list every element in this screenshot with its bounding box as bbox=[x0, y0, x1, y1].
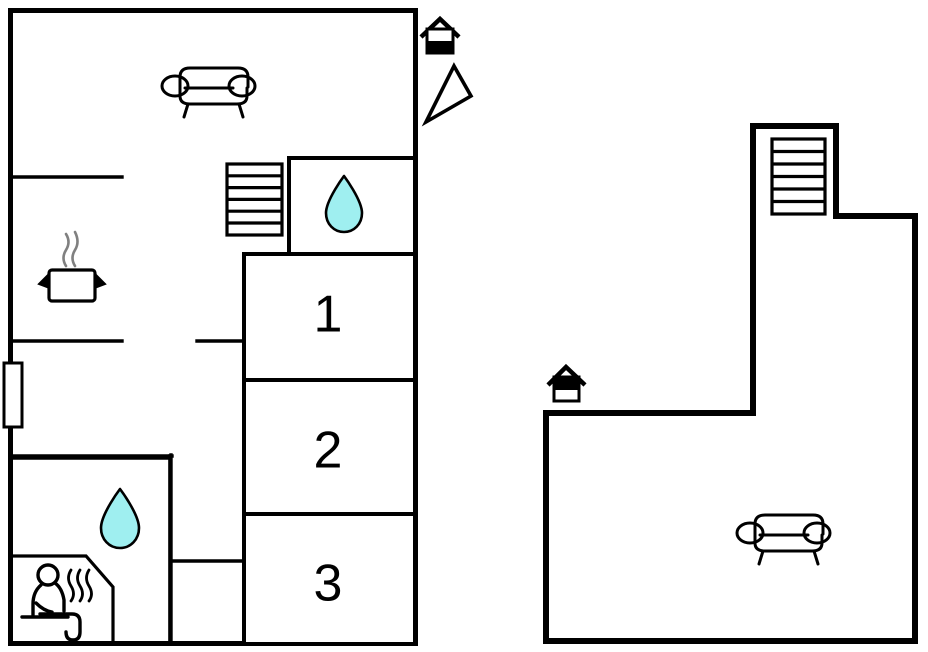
upper-floor-outline bbox=[543, 123, 918, 644]
stairs-upper bbox=[770, 137, 827, 216]
north-arrow-icon bbox=[421, 62, 474, 127]
water-drop-icon-lower bbox=[99, 487, 141, 550]
sofa-icon bbox=[160, 66, 257, 119]
ground-floor-plan: 1 2 3 bbox=[2, 8, 474, 646]
bedroom-3-room bbox=[242, 512, 417, 646]
bedroom-2-label: 2 bbox=[314, 422, 343, 480]
bedroom-1-label: 1 bbox=[314, 286, 343, 344]
entrance-icon-ground bbox=[419, 15, 461, 55]
cooking-pot-icon bbox=[37, 230, 107, 303]
upper-floor-plan bbox=[543, 123, 918, 644]
bedroom-1-room bbox=[242, 252, 417, 382]
exterior-door bbox=[2, 361, 24, 429]
sauna-icon bbox=[20, 563, 93, 642]
bathroom-lower-room bbox=[13, 456, 172, 644]
water-drop-icon-upper bbox=[324, 174, 364, 234]
sofa-icon-upper bbox=[735, 513, 832, 566]
stairs-ground bbox=[225, 162, 284, 237]
bedroom-3-label: 3 bbox=[314, 555, 343, 613]
entrance-icon-upper bbox=[546, 363, 587, 403]
sauna-room bbox=[11, 554, 115, 644]
